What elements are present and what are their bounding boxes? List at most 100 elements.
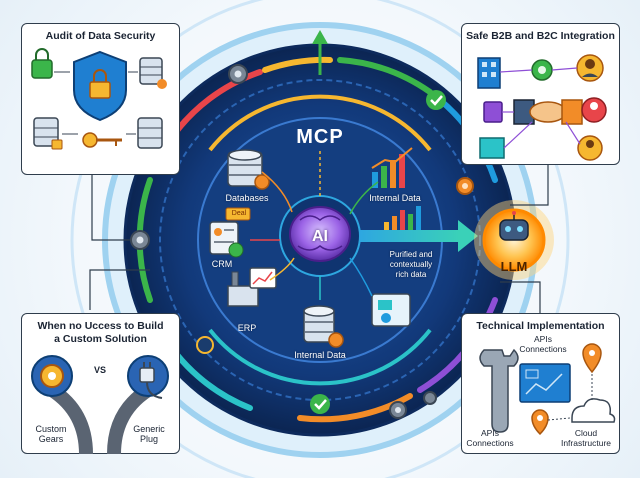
building-icon — [477, 57, 501, 89]
panel-connector — [510, 165, 549, 206]
apis-connections-bottom-label: APIs Connections — [462, 428, 518, 448]
integration-illustration — [477, 54, 607, 161]
mcp-title: MCP — [296, 126, 344, 148]
road-left — [47, 384, 93, 454]
internal-data-bottom-label: Internal Data — [294, 350, 346, 360]
cloud-icon — [571, 398, 616, 423]
integration-title: Safe B2B and B2C Integration — [466, 30, 615, 42]
database-icon — [303, 305, 344, 348]
padlock-icon — [31, 48, 53, 79]
generic-plug-label: Generic Plug — [124, 424, 174, 444]
shopping-bag-icon — [483, 101, 503, 123]
network-link — [499, 67, 581, 149]
audit-illustration — [31, 48, 167, 150]
internal-data-top-label: Internal Data — [369, 193, 421, 203]
custom-solution-panel: When no Uccess to Build a Custom Solutio… — [21, 313, 180, 454]
key-icon — [82, 132, 122, 148]
title-line: a Custom Solution — [54, 333, 147, 345]
label-line: Plug — [139, 434, 158, 444]
database-icon — [227, 149, 270, 190]
check-icon — [426, 90, 446, 110]
bar-chart-icon — [371, 147, 413, 188]
llm-label: LLM — [500, 259, 528, 274]
brain-icon — [289, 206, 351, 262]
vs-label: VS — [93, 365, 106, 375]
outer-halo-ring — [70, 0, 570, 478]
label-line: Connections — [519, 344, 567, 354]
gear-icon — [531, 59, 553, 81]
factory-icon — [227, 267, 277, 307]
purified-line: Purified and — [389, 250, 433, 259]
gear-icon — [456, 177, 474, 195]
connector-arrow — [269, 257, 295, 281]
connector-arrow — [349, 257, 373, 297]
title-line: When no Uccess to Build — [37, 320, 164, 332]
handshake-icon — [513, 99, 583, 125]
connector-arrow — [261, 171, 293, 213]
label-line: Generic — [133, 424, 165, 434]
connector-arrow — [349, 181, 379, 215]
location-pin-icon — [582, 343, 602, 374]
audit-panel: Audit of Data Security — [21, 23, 180, 175]
purified-data-label: Purified and contextually rich data — [378, 250, 444, 280]
inner-arc-teal — [208, 328, 432, 386]
ai-label: AI — [312, 228, 328, 245]
gear-icon — [389, 401, 407, 419]
brain-fold — [297, 245, 343, 251]
brain-fold — [299, 215, 341, 221]
arc-green — [337, 57, 433, 95]
top-arrow-head — [312, 30, 328, 44]
crm-label: CRM — [211, 259, 233, 269]
person-icon — [576, 54, 604, 82]
shield-lock-icon — [73, 50, 127, 122]
person-icon — [577, 135, 603, 161]
label-line: Connections — [466, 438, 514, 448]
gear-icon — [228, 64, 248, 84]
inner-arc-yellow — [208, 94, 432, 152]
deal-tag: Deal — [231, 210, 247, 217]
gear-icon — [130, 230, 150, 250]
technical-illustration — [479, 343, 616, 436]
arc-yellow — [262, 56, 333, 73]
blueprint-document-icon — [371, 293, 411, 327]
power-plug-icon — [196, 336, 214, 354]
databases-label: Databases — [225, 193, 269, 203]
building-icon — [479, 137, 505, 159]
label-line: APIs — [481, 428, 499, 438]
road-right — [107, 384, 153, 454]
custom-gears-label: Custom Gears — [26, 424, 76, 444]
gears-icon — [31, 355, 73, 397]
custom-illustration — [31, 355, 169, 454]
purified-line: contextually — [389, 260, 433, 269]
blueprint-icon — [519, 363, 571, 403]
technical-panel: Technical Implementation APIs Connection… — [461, 313, 620, 454]
data-flow-arrow-head — [458, 220, 478, 252]
location-pin-icon — [531, 409, 549, 436]
integration-panel: Safe B2B and B2C Integration — [461, 23, 620, 165]
person-icon — [581, 97, 607, 123]
bar-chart-icon — [384, 206, 421, 232]
label-line: Custom — [35, 424, 67, 434]
label-line: APIs — [534, 334, 552, 344]
database-icon — [137, 117, 163, 149]
panel-connector — [500, 281, 541, 313]
gear-icon — [423, 391, 437, 405]
check-icon — [310, 394, 330, 414]
crm-document-icon — [209, 207, 251, 258]
audit-title: Audit of Data Security — [45, 30, 156, 42]
plug-icon — [127, 355, 169, 399]
panel-connector — [91, 175, 130, 241]
label-line: Cloud — [574, 428, 598, 438]
database-lock-icon — [33, 117, 63, 150]
wrench-icon — [479, 348, 519, 433]
label-line: Gears — [38, 434, 64, 444]
custom-solution-title: When no Uccess to Build a Custom Solutio… — [22, 320, 179, 346]
connector-arrow — [547, 417, 571, 421]
panel-connector — [89, 269, 150, 310]
erp-label: ERP — [237, 323, 257, 333]
label-line: Infrastructure — [560, 438, 612, 448]
purified-line: rich data — [395, 270, 427, 279]
apis-connections-top-label: APIs Connections — [512, 334, 574, 354]
data-flow-arrow — [360, 230, 460, 242]
